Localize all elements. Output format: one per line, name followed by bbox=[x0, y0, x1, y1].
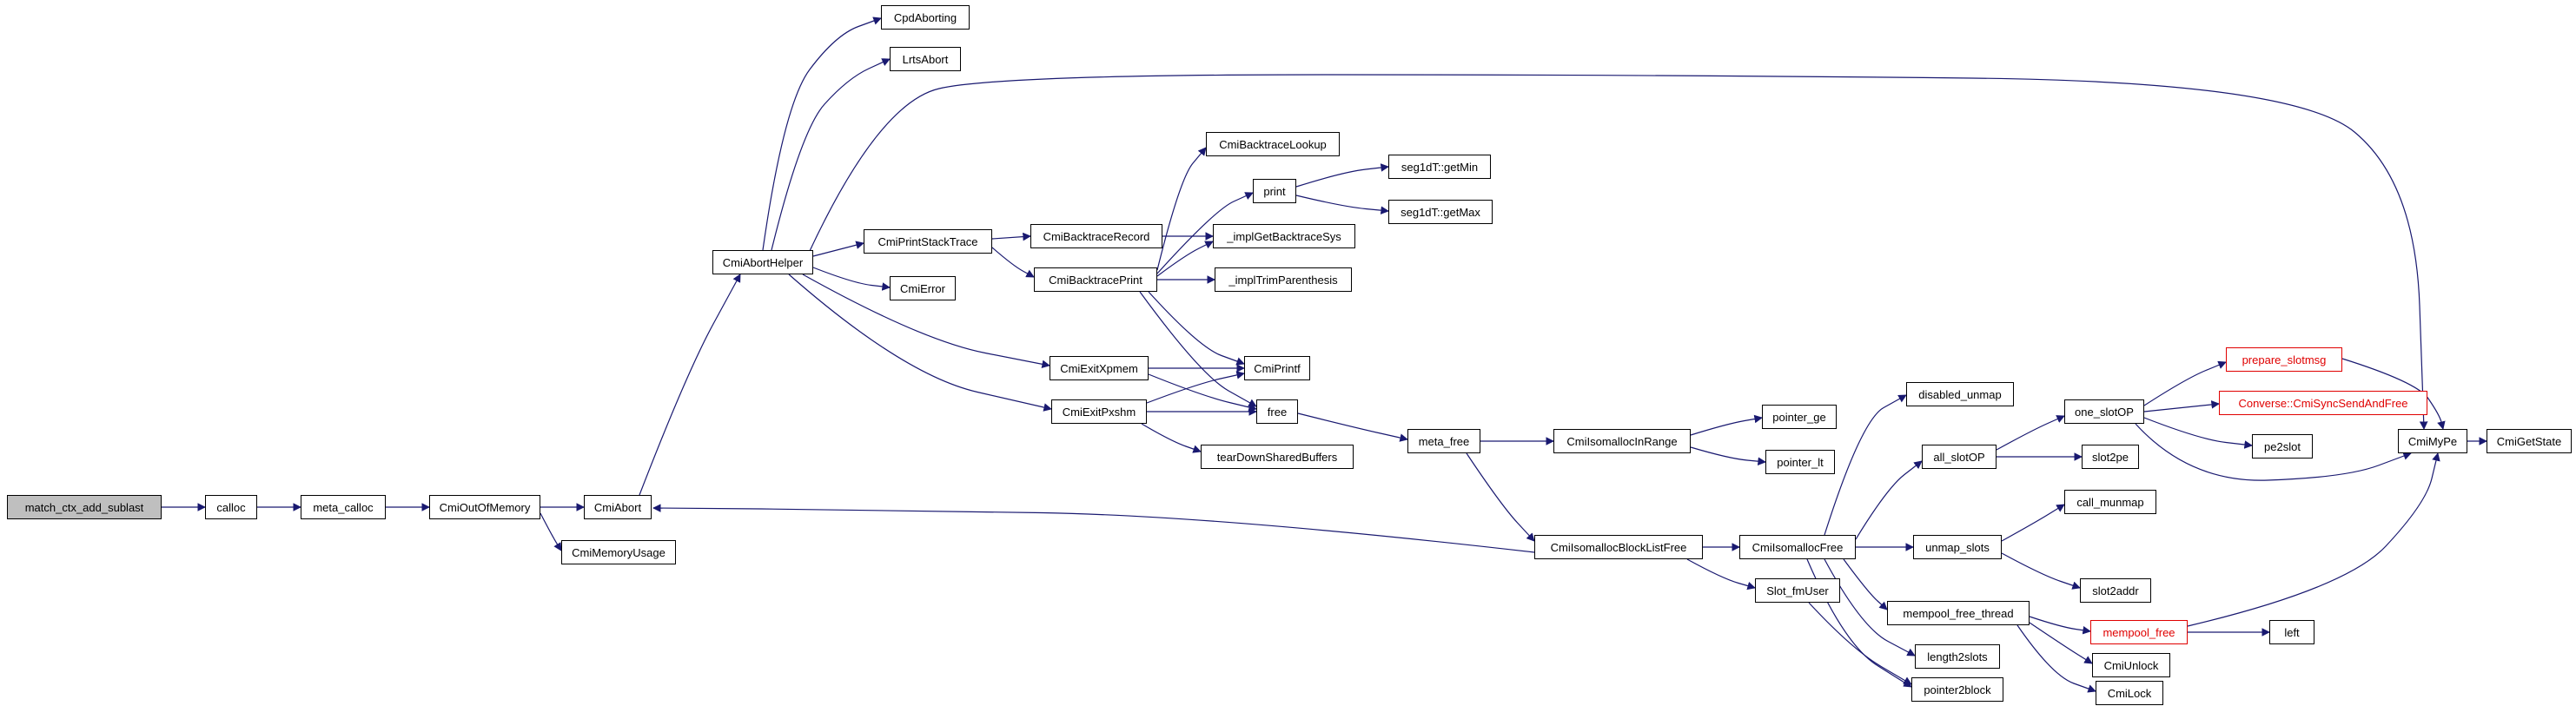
edge-print-to-seg1dT_getMin bbox=[1295, 163, 1389, 188]
node-CmiIsomallocFree[interactable]: CmiIsomallocFree bbox=[1739, 535, 1856, 559]
node-CmiGetState[interactable]: CmiGetState bbox=[2487, 429, 2572, 453]
node-CmiBacktracePrint[interactable]: CmiBacktracePrint bbox=[1034, 267, 1157, 292]
node-meta_calloc[interactable]: meta_calloc bbox=[301, 495, 386, 519]
edge-CmiExitPxshm-to-CmiPrintf bbox=[1146, 371, 1245, 404]
edge-Slot_fmUser-to-pointer2block bbox=[1808, 602, 1912, 685]
edge-CmiAbortHelper-to-CmiPrintStackTrace bbox=[812, 241, 864, 257]
node-CmiMyPe[interactable]: CmiMyPe bbox=[2398, 429, 2467, 453]
node-CmiAbort[interactable]: CmiAbort bbox=[584, 495, 652, 519]
edge-CmiIsomallocInRange-to-pointer_ge bbox=[1690, 414, 1763, 436]
node-CmiAbortHelper[interactable]: CmiAbortHelper bbox=[712, 250, 813, 274]
edge-one_slotOP-to-prepare_slotmsg bbox=[2143, 360, 2227, 406]
edge-CmiPrintStackTrace-to-CmiBacktraceRecord bbox=[991, 232, 1031, 241]
edge-mempool_free_thread-to-CmiLock bbox=[2016, 624, 2096, 693]
node-unmap_slots[interactable]: unmap_slots bbox=[1913, 535, 2002, 559]
edge-CmiIsomallocBlockListFree-to-CmiAbort bbox=[652, 504, 1535, 553]
node-implGetBacktraceSys[interactable]: _implGetBacktraceSys bbox=[1213, 224, 1355, 248]
edge-CmiAbortHelper-to-LrtsAbort bbox=[771, 58, 891, 251]
edge-one_slotOP-to-pe2slot bbox=[2143, 417, 2253, 449]
edge-CmiBacktracePrint-to-CmiPrintf bbox=[1148, 291, 1245, 366]
node-pointer_lt[interactable]: pointer_lt bbox=[1765, 450, 1835, 474]
node-CmiBacktraceLookup[interactable]: CmiBacktraceLookup bbox=[1206, 132, 1340, 156]
edge-one_slotOP-to-CmiSyncSendAndFree bbox=[2143, 400, 2220, 412]
edge-CmiIsomallocInRange-to-pointer_lt bbox=[1690, 446, 1766, 465]
edge-CmiAbortHelper-to-CpdAborting bbox=[762, 16, 882, 251]
node-length2slots[interactable]: length2slots bbox=[1915, 644, 2000, 669]
edge-mempool_free-to-CmiMyPe bbox=[2187, 452, 2440, 627]
edge-CmiIsomallocBlockListFree-to-Slot_fmUser bbox=[1686, 558, 1756, 591]
node-CmiMemoryUsage[interactable]: CmiMemoryUsage bbox=[561, 540, 676, 564]
node-print[interactable]: print bbox=[1253, 179, 1296, 203]
edge-CmiAbortHelper-to-CmiError bbox=[812, 267, 891, 291]
node-CmiBacktraceRecord[interactable]: CmiBacktraceRecord bbox=[1030, 224, 1162, 248]
node-LrtsAbort[interactable]: LrtsAbort bbox=[890, 47, 961, 71]
node-mempool_free_thread[interactable]: mempool_free_thread bbox=[1887, 601, 2030, 625]
edge-CmiIsomallocFree-to-length2slots bbox=[1824, 558, 1916, 657]
node-mempool_free[interactable]: mempool_free bbox=[2090, 620, 2188, 644]
node-CmiLock[interactable]: CmiLock bbox=[2096, 681, 2163, 705]
node-pointer2block[interactable]: pointer2block bbox=[1911, 677, 2003, 702]
edge-meta_free-to-CmiIsomallocBlockListFree bbox=[1466, 452, 1535, 542]
node-CmiExitPxshm[interactable]: CmiExitPxshm bbox=[1051, 399, 1147, 424]
edge-CmiAbortHelper-to-CmiMyPe bbox=[809, 74, 2428, 430]
node-CmiOutOfMemory[interactable]: CmiOutOfMemory bbox=[429, 495, 540, 519]
edge-CmiPrintStackTrace-to-CmiBacktracePrint bbox=[991, 247, 1035, 278]
node-seg1dT_getMin[interactable]: seg1dT::getMin bbox=[1388, 155, 1491, 179]
node-slot2pe[interactable]: slot2pe bbox=[2082, 445, 2139, 469]
node-CmiPrintStackTrace[interactable]: CmiPrintStackTrace bbox=[864, 229, 992, 254]
node-slot2addr[interactable]: slot2addr bbox=[2080, 578, 2151, 603]
node-CmiIsomallocBlockListFree[interactable]: CmiIsomallocBlockListFree bbox=[1534, 535, 1703, 559]
edge-print-to-seg1dT_getMax bbox=[1295, 195, 1389, 214]
node-pe2slot[interactable]: pe2slot bbox=[2252, 434, 2313, 459]
edge-all_slotOP-to-one_slotOP bbox=[1996, 415, 2065, 451]
node-CmiUnlock[interactable]: CmiUnlock bbox=[2092, 653, 2170, 677]
node-seg1dT_getMax[interactable]: seg1dT::getMax bbox=[1388, 200, 1493, 224]
node-match_ctx_add_sublast: match_ctx_add_sublast bbox=[7, 495, 162, 519]
edge-unmap_slots-to-call_munmap bbox=[2001, 504, 2065, 542]
node-CpdAborting[interactable]: CpdAborting bbox=[881, 5, 970, 30]
edge-CmiIsomallocFree-to-all_slotOP bbox=[1855, 460, 1923, 540]
edge-CmiExitPxshm-to-tearDownSharedBuffers bbox=[1141, 423, 1202, 453]
edge-CmiBacktracePrint-to-CmiBacktraceLookup bbox=[1156, 147, 1207, 271]
node-CmiIsomallocInRange[interactable]: CmiIsomallocInRange bbox=[1553, 429, 1691, 453]
edge-unmap_slots-to-slot2addr bbox=[2001, 552, 2081, 590]
node-pointer_ge[interactable]: pointer_ge bbox=[1762, 405, 1837, 429]
node-implTrimParenthesis[interactable]: _implTrimParenthesis bbox=[1215, 267, 1352, 292]
node-CmiExitXpmem[interactable]: CmiExitXpmem bbox=[1050, 356, 1149, 380]
edge-CmiIsomallocFree-to-mempool_free_thread bbox=[1843, 558, 1888, 610]
node-one_slotOP[interactable]: one_slotOP bbox=[2064, 399, 2144, 424]
edge-CmiAbortHelper-to-CmiExitXpmem bbox=[802, 274, 1050, 369]
node-CmiSyncSendAndFree[interactable]: Converse::CmiSyncSendAndFree bbox=[2219, 391, 2427, 415]
edge-free-to-meta_free bbox=[1297, 412, 1408, 442]
node-tearDownSharedBuffers[interactable]: tearDownSharedBuffers bbox=[1201, 445, 1354, 469]
node-all_slotOP[interactable]: all_slotOP bbox=[1922, 445, 1997, 469]
edge-one_slotOP-to-CmiMyPe bbox=[2135, 423, 2412, 481]
node-calloc[interactable]: calloc bbox=[205, 495, 257, 519]
edge-CmiAbort-to-CmiAbortHelper bbox=[639, 274, 741, 496]
edge-CmiOutOfMemory-to-CmiMemoryUsage bbox=[540, 512, 562, 551]
edge-prepare_slotmsg-to-CmiMyPe bbox=[2341, 358, 2446, 430]
edge-CmiBacktracePrint-to-print bbox=[1156, 192, 1254, 274]
edge-mempool_free_thread-to-CmiUnlock bbox=[2029, 622, 2093, 664]
edge-CmiAbortHelper-to-CmiExitPxshm bbox=[788, 274, 1052, 412]
node-Slot_fmUser[interactable]: Slot_fmUser bbox=[1755, 578, 1840, 603]
node-free[interactable]: free bbox=[1256, 399, 1298, 424]
node-disabled_unmap[interactable]: disabled_unmap bbox=[1906, 382, 2014, 406]
edge-CmiIsomallocFree-to-disabled_unmap bbox=[1824, 394, 1907, 536]
edge-mempool_free_thread-to-mempool_free bbox=[2029, 616, 2091, 635]
edge-CmiExitXpmem-to-free bbox=[1148, 373, 1257, 412]
edge-CmiBacktracePrint-to-implGetBacktraceSys bbox=[1156, 241, 1214, 277]
node-meta_free[interactable]: meta_free bbox=[1407, 429, 1480, 453]
node-call_munmap[interactable]: call_munmap bbox=[2064, 490, 2156, 514]
node-prepare_slotmsg[interactable]: prepare_slotmsg bbox=[2226, 347, 2342, 372]
edge-CmiBacktracePrint-to-free bbox=[1139, 291, 1257, 407]
node-CmiPrintf[interactable]: CmiPrintf bbox=[1244, 356, 1310, 380]
node-left[interactable]: left bbox=[2269, 620, 2314, 644]
node-CmiError[interactable]: CmiError bbox=[890, 276, 956, 300]
